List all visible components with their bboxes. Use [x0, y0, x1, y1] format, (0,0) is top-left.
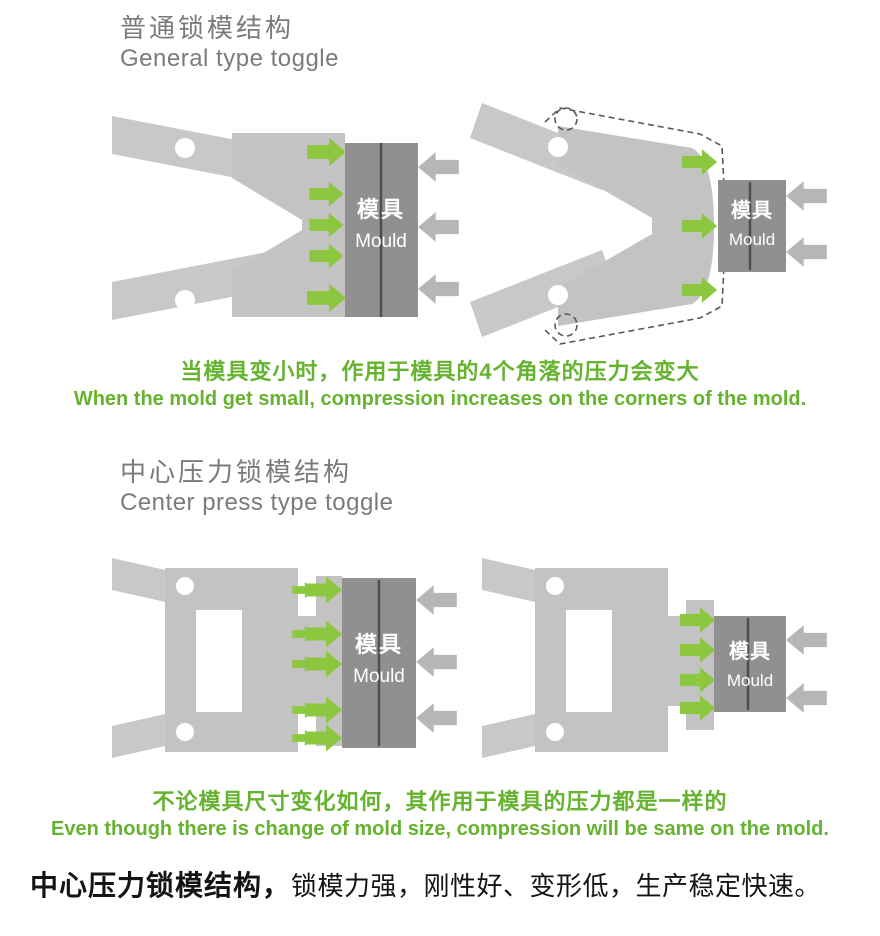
pivot-hole-bottom — [175, 290, 195, 310]
moving-platen-fork-deformed — [558, 126, 714, 326]
general-caption: 当模具变小时，作用于模具的4个角落的压力会变大 When the mold ge… — [0, 358, 880, 413]
pivot-hole-bottom — [546, 723, 564, 741]
center-caption: 不论模具尺寸变化如何，其作用于模具的压力都是一样的 Even though th… — [0, 788, 880, 843]
general-caption-en: When the mold get small, compression inc… — [73, 387, 807, 410]
mold-block-small — [718, 180, 786, 272]
general-heading-cn: 普通锁模结构 — [120, 13, 295, 43]
footer-lead: 中心压力锁模结构， — [30, 870, 292, 901]
diagram-center-large-mold: 模具 Mould — [112, 558, 457, 758]
deformation-dashed-circle-top — [554, 107, 578, 131]
mold-label-cn: 模具 — [357, 197, 405, 222]
reaction-force-arrow-icon — [418, 274, 459, 304]
reaction-force-arrow-icon — [416, 585, 457, 615]
mold-block-small — [714, 616, 786, 712]
center-section-heading: 中心压力锁模结构 Center press type toggle — [120, 456, 393, 517]
frame-window — [196, 610, 242, 712]
reaction-force-arrow-icon — [418, 212, 459, 242]
frame-window — [566, 610, 612, 712]
pivot-hole-bottom — [176, 723, 194, 741]
reaction-force-arrow-icon — [786, 181, 827, 211]
mold-label-en: Mould — [729, 230, 775, 249]
pivot-hole-top — [548, 137, 568, 157]
footer-note: 中心压力锁模结构，锁模力强，刚性好、变形低，生产稳定快速。 — [30, 864, 860, 904]
diagram-center-small-mold: 模具 Mould — [482, 558, 827, 758]
pivot-hole-bottom — [548, 285, 568, 305]
general-caption-cn: 当模具变小时，作用于模具的4个角落的压力会变大 — [180, 359, 700, 384]
mold-label-en: Mould — [353, 666, 405, 687]
footer-body: 锁模力强，刚性好、变形低，生产稳定快速。 — [291, 871, 822, 901]
general-heading-en: General type toggle — [120, 44, 339, 72]
center-caption-cn: 不论模具尺寸变化如何，其作用于模具的压力都是一样的 — [152, 789, 728, 814]
pivot-hole-top — [176, 577, 194, 595]
mold-label-en: Mould — [727, 671, 773, 690]
mold-label-cn: 模具 — [731, 198, 773, 222]
reaction-force-arrow-icon — [416, 703, 457, 733]
general-section-heading: 普通锁模结构 General type toggle — [120, 12, 339, 73]
reaction-force-arrow-icon — [418, 152, 459, 182]
center-press-frame — [535, 568, 714, 752]
reaction-force-arrow-icon — [786, 625, 827, 655]
center-heading-en: Center press type toggle — [120, 488, 394, 516]
center-caption-en: Even though there is change of mold size… — [51, 817, 829, 840]
pivot-hole-top — [175, 138, 195, 158]
reaction-force-arrow-icon — [416, 647, 457, 677]
deformation-dashed-circle-bottom — [554, 313, 578, 337]
mold-label-cn: 模具 — [729, 639, 771, 663]
diagram-general-small-mold: 模具 Mould — [470, 103, 827, 345]
reaction-force-arrow-icon — [786, 237, 827, 267]
pivot-hole-top — [546, 577, 564, 595]
mold-label-cn: 模具 — [355, 632, 403, 657]
diagram-general-large-mold: 模具 Mould — [112, 116, 459, 320]
mold-label-en: Mould — [355, 231, 407, 252]
reaction-force-arrow-icon — [786, 683, 827, 713]
toggle-arm-bottom — [470, 250, 614, 337]
center-heading-cn: 中心压力锁模结构 — [120, 457, 353, 487]
moving-platen-fork — [232, 133, 345, 317]
